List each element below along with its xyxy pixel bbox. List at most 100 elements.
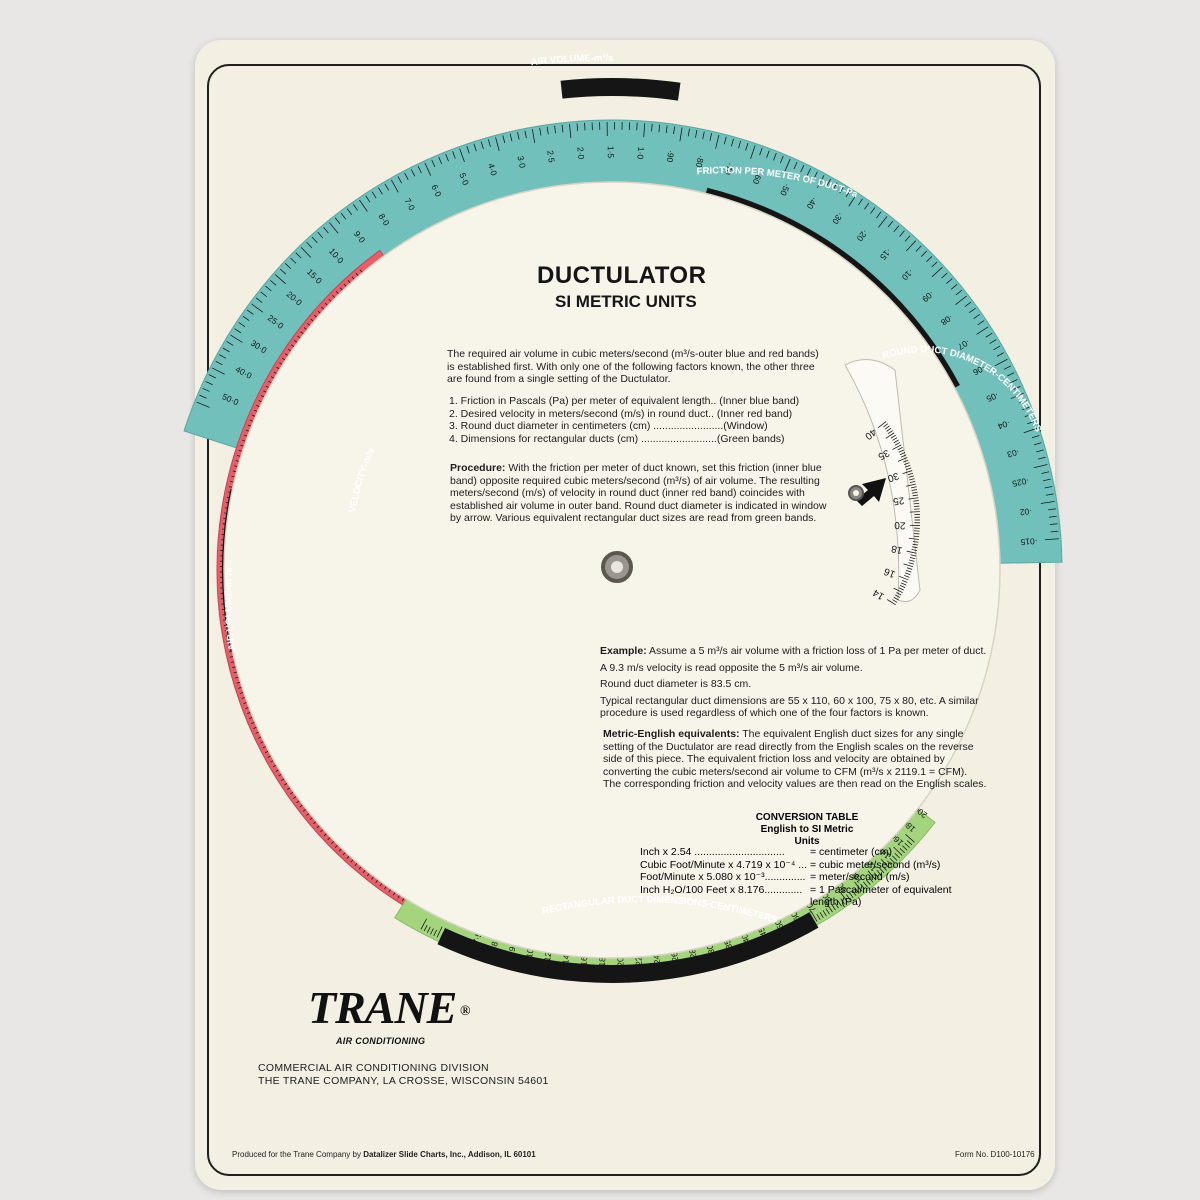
scale-tick	[208, 374, 216, 379]
scale-tick	[898, 575, 909, 581]
scale-tick	[423, 924, 428, 932]
scale-tick	[524, 130, 527, 139]
factor-list: 1. Friction in Pascals (Pa) per meter of…	[449, 395, 829, 445]
scale-tick	[905, 464, 911, 468]
rect-dimension-outer-label: 20	[615, 957, 625, 967]
scale-tick	[840, 892, 848, 903]
scale-tick	[1013, 385, 1021, 390]
scale-tick	[913, 535, 920, 538]
rect-dimension-outer-label: 22	[633, 956, 644, 966]
scale-tick	[909, 511, 920, 513]
scale-tick	[892, 855, 898, 861]
scale-tick	[908, 475, 914, 478]
scale-tick	[773, 153, 777, 161]
scale-tick	[868, 876, 874, 883]
air-volume-scale-label: ·70	[722, 161, 735, 176]
scale-tick	[900, 582, 907, 586]
scale-tick	[371, 191, 377, 199]
scale-tick	[892, 599, 898, 603]
scale-tick	[851, 890, 857, 896]
scale-tick	[912, 541, 919, 543]
scale-tick	[840, 898, 845, 905]
scale-tick	[300, 247, 312, 258]
window-arrow-icon	[856, 478, 886, 506]
scale-tick	[323, 226, 329, 234]
scale-tick	[1041, 471, 1050, 474]
scale-tick	[887, 860, 893, 866]
scale-tick	[909, 480, 916, 484]
page-title: DUCTULATOR	[537, 262, 707, 289]
scale-tick	[858, 198, 864, 206]
scale-tick	[946, 278, 953, 284]
scale-tick	[779, 155, 784, 164]
scale-tick	[831, 904, 836, 911]
scale-tick	[834, 902, 839, 909]
table-row: Foot/Minute x 5.080 x 10⁻³..............…	[640, 871, 910, 883]
scale-tick	[889, 858, 895, 864]
trane-logo: TRANE®	[308, 982, 471, 1033]
scale-tick	[709, 133, 713, 141]
scale-tick	[898, 449, 904, 453]
scale-tick	[867, 870, 877, 881]
air-volume-scale-label: ·60	[751, 171, 765, 186]
scale-tick	[839, 186, 845, 194]
scale-tick	[876, 870, 882, 876]
air-volume-scale-label: ·50	[778, 182, 792, 198]
scale-tick	[955, 289, 963, 296]
scale-tick	[900, 454, 907, 458]
scale-tick	[985, 332, 993, 338]
air-volume-scale-label: 4·0	[486, 162, 499, 177]
scale-tick	[218, 354, 227, 359]
scale-tick	[893, 225, 900, 232]
scale-tick	[651, 123, 653, 132]
scale-tick	[679, 127, 683, 142]
scale-tick	[687, 128, 690, 137]
scale-tick	[920, 250, 927, 257]
scale-tick	[825, 908, 830, 915]
scale-tick	[909, 556, 916, 560]
scale-tick	[887, 220, 894, 228]
scale-tick	[912, 543, 919, 546]
scale-tick	[731, 138, 734, 147]
scale-tick	[909, 559, 915, 562]
scale-tick	[885, 432, 895, 439]
scale-tick	[1043, 478, 1051, 482]
scale-tick	[892, 444, 902, 450]
scale-tick	[905, 240, 917, 252]
scale-tick	[290, 257, 297, 264]
scale-tick	[274, 274, 286, 285]
scale-tick	[969, 307, 976, 314]
scale-tick	[436, 926, 443, 938]
example-line: Round duct diameter is 83.5 cm.	[600, 678, 752, 690]
table-row: Inch H₂O/100 Feet x 8.176.............= …	[640, 883, 952, 909]
scale-tick	[265, 285, 272, 292]
scale-tick	[905, 467, 912, 471]
scale-tick	[994, 358, 1008, 367]
procedure-label: Procedure:	[450, 462, 506, 474]
scale-tick	[702, 131, 705, 140]
scale-tick	[854, 881, 863, 892]
factor-item: 4. Dimensions for rectangular ducts (cm)…	[449, 432, 785, 445]
round-duct-scale-label: 20	[894, 519, 906, 530]
scale-tick	[819, 911, 824, 919]
scale-tick	[904, 235, 911, 242]
scale-tick	[906, 550, 917, 554]
scale-tick	[950, 284, 958, 290]
scale-tick	[246, 309, 254, 315]
round-duct-scale-label: 18	[890, 542, 904, 555]
scale-tick	[903, 459, 909, 463]
rect-dimension-outer-label: 18	[597, 957, 607, 967]
scale-tick	[806, 168, 812, 176]
air-volume-top-tab	[560, 77, 681, 101]
scale-tick	[912, 494, 919, 497]
round-duct-scale-label: 35	[876, 447, 891, 462]
scale-tick	[908, 537, 919, 540]
scale-tick	[832, 182, 838, 190]
scale-tick	[883, 423, 889, 428]
scale-tick	[658, 124, 661, 133]
scale-tick	[989, 339, 997, 344]
rect-dimension-outer-label: 24	[651, 954, 662, 965]
scale-tick	[1050, 530, 1059, 533]
scale-tick	[459, 148, 465, 162]
scale-tick	[517, 131, 520, 140]
